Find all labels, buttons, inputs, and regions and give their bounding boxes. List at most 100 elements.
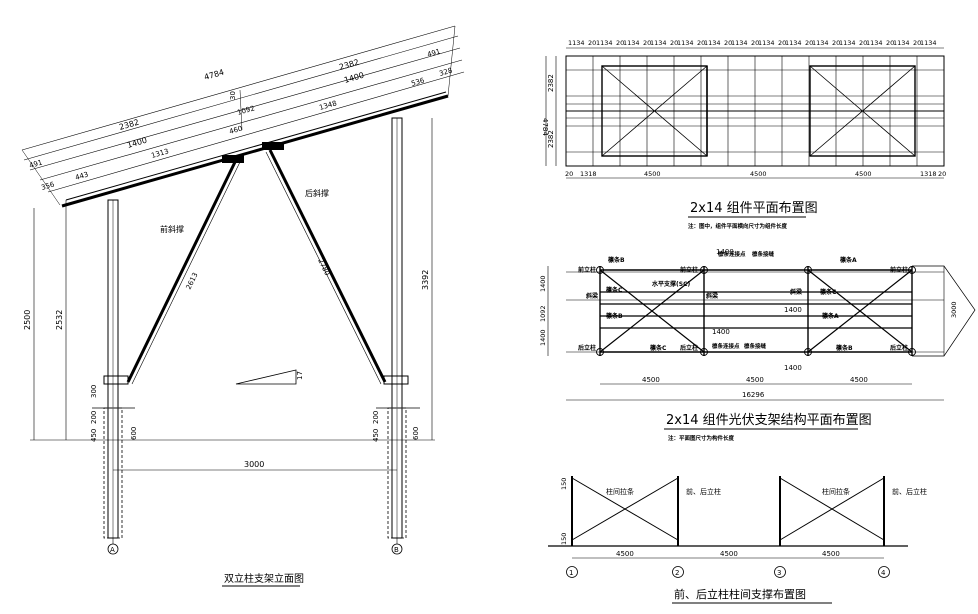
bracing-h-top: 150 bbox=[560, 478, 568, 490]
dim-536: 536 bbox=[410, 76, 426, 88]
slope-angle-symbol bbox=[235, 369, 297, 385]
top-dim-8: 1134 bbox=[677, 39, 694, 47]
rear-brace bbox=[268, 149, 387, 383]
dim-300: 300 bbox=[90, 385, 98, 398]
front-brace-label: 前斜撑 bbox=[160, 224, 184, 234]
axis-4-label: 4 bbox=[881, 569, 886, 577]
axis-3-label: 3 bbox=[777, 569, 781, 577]
struct-dim-1400-mid-r: 1400 bbox=[784, 306, 802, 314]
top-dim-23: 20 bbox=[886, 39, 894, 47]
top-dim-19: 20 bbox=[832, 39, 840, 47]
axis-2-label: 2 bbox=[675, 569, 679, 577]
axis-b-bubble bbox=[391, 543, 403, 555]
bracing-plan-title: 前、后立柱柱间支撑布置图 bbox=[674, 587, 806, 601]
col-label-2: 前、后立柱 bbox=[892, 487, 927, 496]
label-purlin-seam-bot: 檩条接缝 bbox=[744, 342, 767, 350]
module-bot-dim-1: 1318 bbox=[580, 170, 597, 178]
top-dim-14: 1134 bbox=[758, 39, 775, 47]
dim-200-right: 200 bbox=[372, 411, 380, 424]
module-plan-view: 1134 20 1134 20 1134 20 1134 20 1134 20 … bbox=[541, 39, 946, 230]
column-nodes bbox=[596, 266, 916, 356]
struct-left-dim-1: 1092 bbox=[539, 305, 547, 322]
structure-plan-view: 3000 前立柱 前立柱 前立柱 后立柱 后立柱 后立柱 檩条B 檩条A 檩条C… bbox=[539, 248, 976, 442]
struct-left-dim-0: 1400 bbox=[539, 275, 547, 292]
col-label-1: 前、后立柱 bbox=[686, 487, 721, 496]
rear-brace-label: 后斜撑 bbox=[305, 188, 329, 198]
dim-2500: 2500 bbox=[23, 310, 32, 330]
inclined-rafter bbox=[61, 94, 449, 208]
dim-356: 356 bbox=[40, 180, 56, 192]
top-dim-18: 1134 bbox=[812, 39, 829, 47]
struct-bot-dim-0: 4500 bbox=[642, 376, 660, 384]
front-brace-top-plate bbox=[222, 155, 244, 163]
label-rear-col-bm: 后立柱 bbox=[680, 344, 698, 352]
rear-brace-plate bbox=[383, 375, 409, 385]
dim-1348: 1348 bbox=[318, 99, 337, 112]
top-dim-24: 1134 bbox=[893, 39, 910, 47]
dim-491-left: 491 bbox=[28, 159, 43, 170]
front-brace-plate bbox=[103, 375, 129, 385]
top-dim-2: 1134 bbox=[596, 39, 613, 47]
top-dim-15: 20 bbox=[778, 39, 786, 47]
top-dim-17: 20 bbox=[805, 39, 813, 47]
axis-1-label: 1 bbox=[569, 569, 573, 577]
dim-line-356 bbox=[47, 71, 465, 193]
dim-600-left: 600 bbox=[130, 427, 138, 440]
rafter-top-edge bbox=[65, 91, 447, 201]
top-dim-3: 20 bbox=[616, 39, 624, 47]
label-purlin-b-3: 檩条B bbox=[836, 344, 853, 352]
module-dim-2382-a: 2382 bbox=[547, 74, 555, 92]
dim-line-half bbox=[23, 35, 459, 161]
module-bot-dim-2: 4500 bbox=[644, 170, 661, 178]
dim-491-right: 491 bbox=[426, 48, 441, 59]
structure-right-break bbox=[912, 265, 976, 357]
label-rafter-2: 斜梁 bbox=[705, 292, 718, 300]
struct-dim-1400-mid-l: 1400 bbox=[712, 328, 730, 336]
bracing-bay-2-diag-b bbox=[809, 65, 916, 157]
ext-line-left bbox=[21, 149, 61, 206]
slope-angle-value: 17 bbox=[296, 371, 304, 380]
module-dim-4784: 4784 bbox=[541, 118, 549, 136]
label-purlin-seam-top: 檩条接缝 bbox=[752, 250, 775, 258]
bracing-bay-2 bbox=[809, 65, 916, 157]
front-brace bbox=[126, 159, 238, 383]
top-dim-21: 20 bbox=[859, 39, 867, 47]
dim-total: 4784 bbox=[203, 68, 225, 82]
label-purlin-c-2: 檩条C bbox=[820, 288, 837, 296]
bracing-h-bot: 150 bbox=[560, 533, 568, 545]
structure-x-1b bbox=[599, 269, 705, 353]
label-purlin-a-2: 檩条A bbox=[822, 312, 839, 320]
dim-1092: 1092 bbox=[236, 104, 255, 117]
label-purlin-joint-bot: 檩条连接点 bbox=[712, 342, 740, 350]
struct-left-dim-2: 1400 bbox=[539, 329, 547, 346]
label-purlin-c-1: 檩条C bbox=[606, 286, 623, 294]
top-dim-20: 1134 bbox=[839, 39, 856, 47]
structure-plan-note: 注：平面图尺寸为构件长度 bbox=[668, 434, 735, 442]
module-plan-title: 2x14 组件平面布置图 bbox=[690, 201, 818, 216]
rear-brace-top-plate bbox=[262, 142, 284, 150]
top-dim-6: 1134 bbox=[650, 39, 667, 47]
bracing-dim-0: 4500 bbox=[616, 550, 634, 558]
axis-a-label: A bbox=[110, 546, 115, 554]
label-front-col-tr: 前立柱 bbox=[890, 266, 908, 274]
front-brace-length: 2613 bbox=[185, 271, 200, 291]
top-dim-13: 20 bbox=[751, 39, 759, 47]
dim-200-left: 200 bbox=[90, 411, 98, 424]
top-dim-22: 1134 bbox=[866, 39, 883, 47]
bracing-dim-1: 4500 bbox=[720, 550, 738, 558]
label-purlin-b-1: 檩条B bbox=[608, 256, 625, 264]
ext-line-mid bbox=[239, 89, 243, 131]
module-bot-dim-4: 4500 bbox=[855, 170, 872, 178]
dim-450-left: 450 bbox=[90, 429, 98, 442]
structure-x-2b bbox=[807, 269, 913, 353]
module-column-lines bbox=[592, 56, 918, 166]
dim-460: 460 bbox=[228, 125, 243, 136]
module-bot-dim-3: 4500 bbox=[750, 170, 767, 178]
label-rafter-1: 斜梁 bbox=[585, 292, 598, 300]
bracing-axis-bubbles bbox=[566, 566, 890, 578]
dim-328: 328 bbox=[438, 67, 453, 78]
dim-half-right: 2382 bbox=[338, 58, 360, 72]
axis-a-bubble bbox=[107, 543, 119, 555]
dim-443: 443 bbox=[74, 171, 89, 182]
